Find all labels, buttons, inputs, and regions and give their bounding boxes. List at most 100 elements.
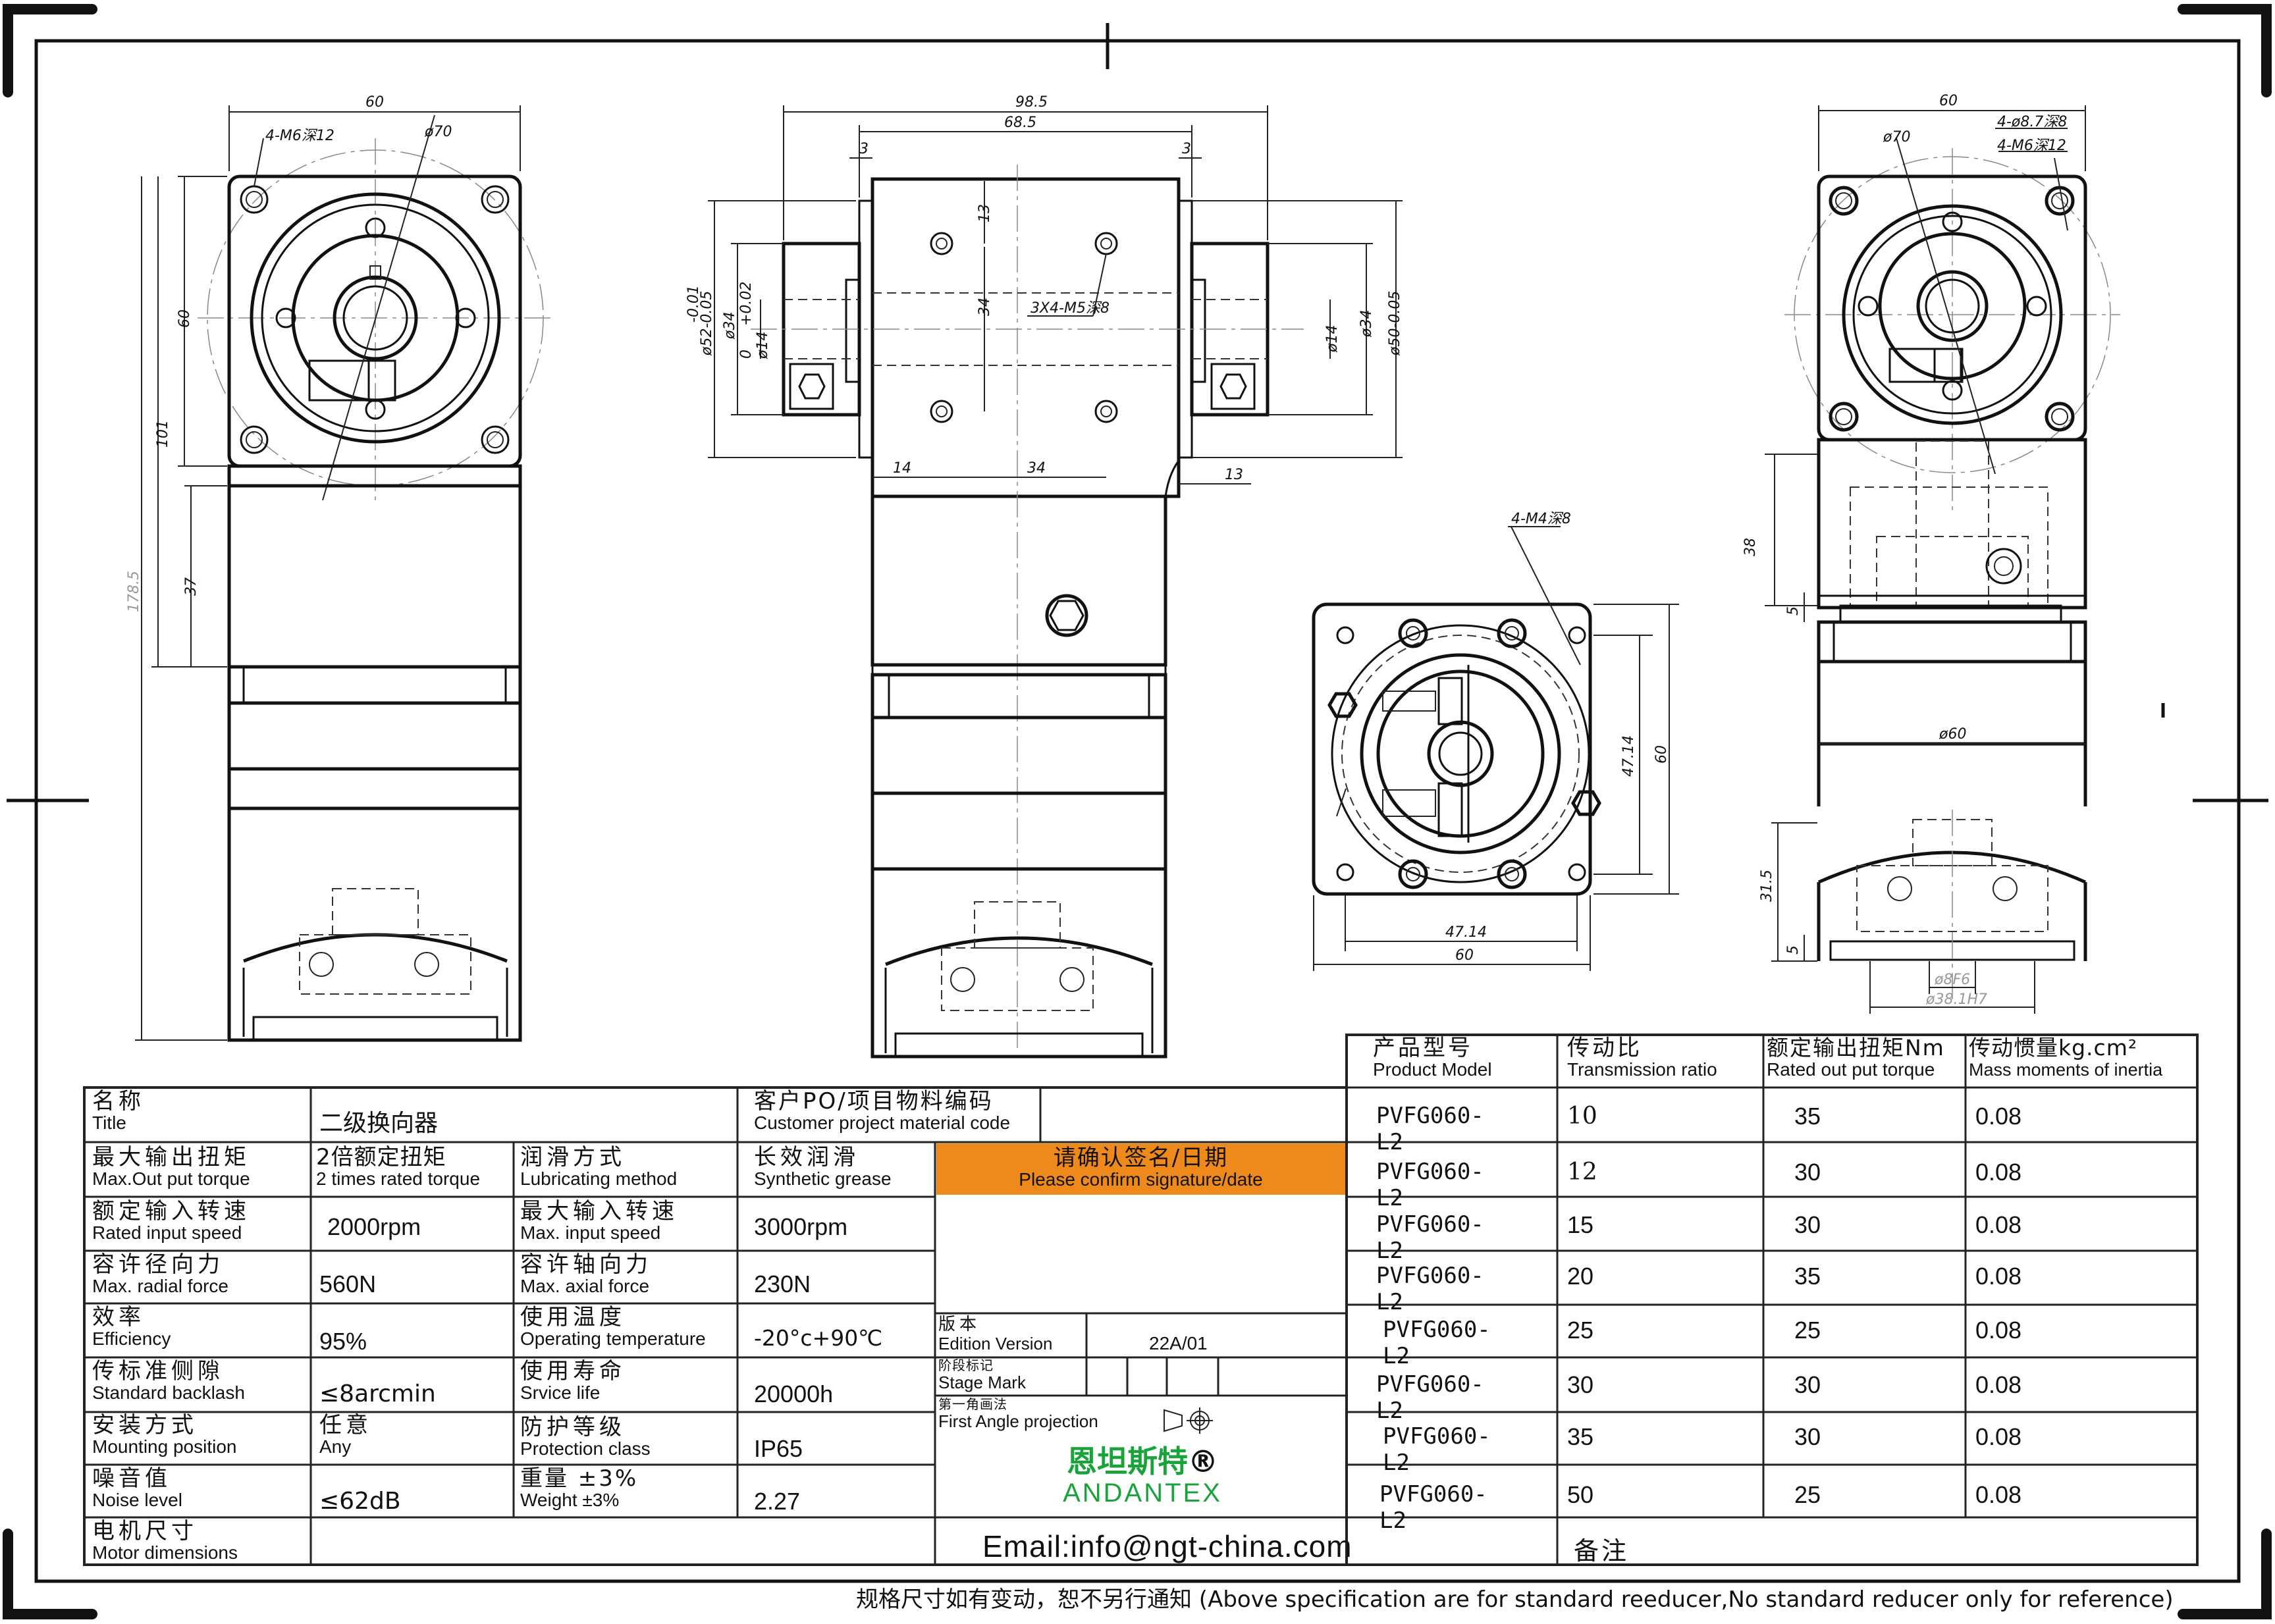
cell-inertia: 0.08 [1975, 1371, 2022, 1398]
spec-table-grid [83, 1034, 2199, 1566]
left-view: 60 4-M6深12 ø70 60 101 178.5 37 [126, 94, 553, 1042]
svg-text:5: 5 [1785, 945, 1802, 955]
svg-text:5: 5 [1785, 606, 1802, 616]
svg-text:101: 101 [155, 420, 171, 448]
temperature-value: -20°c+90℃ [754, 1325, 883, 1351]
svg-text:60: 60 [365, 94, 384, 111]
brand-name-en: ANDANTEX [1063, 1479, 1222, 1507]
center-marks [7, 23, 2268, 802]
brand-logo: 恩坦斯特® ANDANTEX [938, 1445, 1347, 1508]
svg-text:ø38.1H7: ø38.1H7 [1925, 991, 1987, 1008]
svg-text:13: 13 [1225, 467, 1243, 483]
cell-torque: 30 [1794, 1371, 1821, 1398]
svg-text:4-M6深12: 4-M6深12 [1997, 138, 2066, 154]
cell-model: PVFG060-L2 [1376, 1263, 1484, 1315]
cell-ratio: 50 [1567, 1481, 1594, 1508]
cell-ratio: 15 [1567, 1211, 1594, 1238]
protection-value: IP65 [754, 1435, 803, 1462]
noise-value: ≤62dB [319, 1488, 401, 1515]
cell-model: PVFG060-L2 [1376, 1211, 1484, 1264]
svg-text:34: 34 [977, 298, 993, 316]
svg-text:ø70: ø70 [424, 124, 452, 140]
weight-label: 重量 ±3%Weight ±3% [520, 1465, 639, 1510]
corner-marks [3, 4, 2272, 1619]
svg-text:0: 0 [738, 350, 755, 359]
cell-torque: 30 [1794, 1159, 1821, 1186]
cell-inertia: 0.08 [1975, 1159, 2022, 1186]
cell-ratio: 12 [1567, 1159, 1597, 1186]
svg-text:38: 38 [1742, 538, 1759, 556]
cell-ratio: 10 [1567, 1103, 1597, 1130]
cell-torque: 25 [1794, 1317, 1821, 1344]
svg-text:13: 13 [977, 204, 993, 223]
sheet-border [34, 39, 2241, 1583]
efficiency-value: 95% [319, 1328, 367, 1355]
cell-torque: 35 [1794, 1103, 1821, 1130]
title-value: 二级换向器 [319, 1110, 439, 1137]
svg-text:-0.01: -0.01 [685, 285, 702, 323]
svg-text:ø14: ø14 [755, 332, 771, 359]
cell-model: PVFG060-L2 [1379, 1481, 1487, 1534]
cell-ratio: 25 [1567, 1317, 1594, 1344]
cell-ratio: 35 [1567, 1423, 1594, 1450]
cell-ratio: 30 [1567, 1371, 1594, 1398]
footer-disclaimer: 规格尺寸如有变动，恕不另行通知 (Above specification are… [856, 1586, 2174, 1613]
registered-mark: ® [1188, 1444, 1218, 1479]
cell-torque: 35 [1794, 1263, 1821, 1290]
svg-text:47.14: 47.14 [1445, 924, 1487, 941]
svg-text:ø52-0.05: ø52-0.05 [699, 291, 715, 356]
weight-value: 2.27 [754, 1488, 801, 1515]
svg-text:4-M6深12: 4-M6深12 [265, 128, 335, 144]
svg-text:31.5: 31.5 [1759, 870, 1775, 902]
svg-text:34: 34 [1027, 460, 1046, 477]
contact-email[interactable]: Email:info@ngt-china.com [982, 1529, 1352, 1563]
cell-inertia: 0.08 [1975, 1263, 2022, 1290]
remark-label: 备注 [1574, 1536, 1630, 1565]
axial-force-value: 230N [754, 1270, 811, 1297]
cell-ratio: 20 [1567, 1263, 1594, 1290]
cell-model: PVFG060-L2 [1376, 1103, 1484, 1155]
radial-force-value: 560N [319, 1270, 377, 1297]
svg-text:178.5: 178.5 [126, 571, 142, 612]
edition-value: 22A/01 [1149, 1333, 1208, 1353]
cell-model: PVFG060-L2 [1383, 1317, 1491, 1369]
svg-text:68.5: 68.5 [1004, 115, 1036, 131]
flange-view: 4-M4深8 47.14 60 47.14 60 [1312, 511, 1679, 971]
cell-inertia: 0.08 [1975, 1423, 2022, 1450]
svg-text:60: 60 [1455, 947, 1474, 964]
svg-text:3: 3 [1182, 141, 1191, 157]
svg-text:3: 3 [859, 141, 869, 157]
right-view: 60 4-ø8.7深8 4-M6深12 ø70 38 5 ø60 31.5 5 … [1742, 93, 2120, 1014]
svg-text:4-ø8.7深8: 4-ø8.7深8 [1997, 114, 2067, 130]
svg-text:+0.02: +0.02 [738, 282, 755, 326]
svg-text:3X4-M5深8: 3X4-M5深8 [1030, 300, 1110, 317]
cell-torque: 30 [1794, 1211, 1821, 1238]
svg-text:ø8F6: ø8F6 [1934, 972, 1970, 988]
cell-torque: 25 [1794, 1481, 1821, 1508]
cell-model: PVFG060-L2 [1376, 1371, 1484, 1424]
center-view: 98.5 68.5 3 3 13 34 3X4-M5深8 ø52-0.05 -0… [685, 94, 1403, 1059]
cell-inertia: 0.08 [1975, 1211, 2022, 1238]
svg-text:4-M4深8: 4-M4深8 [1511, 511, 1571, 527]
backlash-value: ≤8arcmin [319, 1380, 436, 1407]
